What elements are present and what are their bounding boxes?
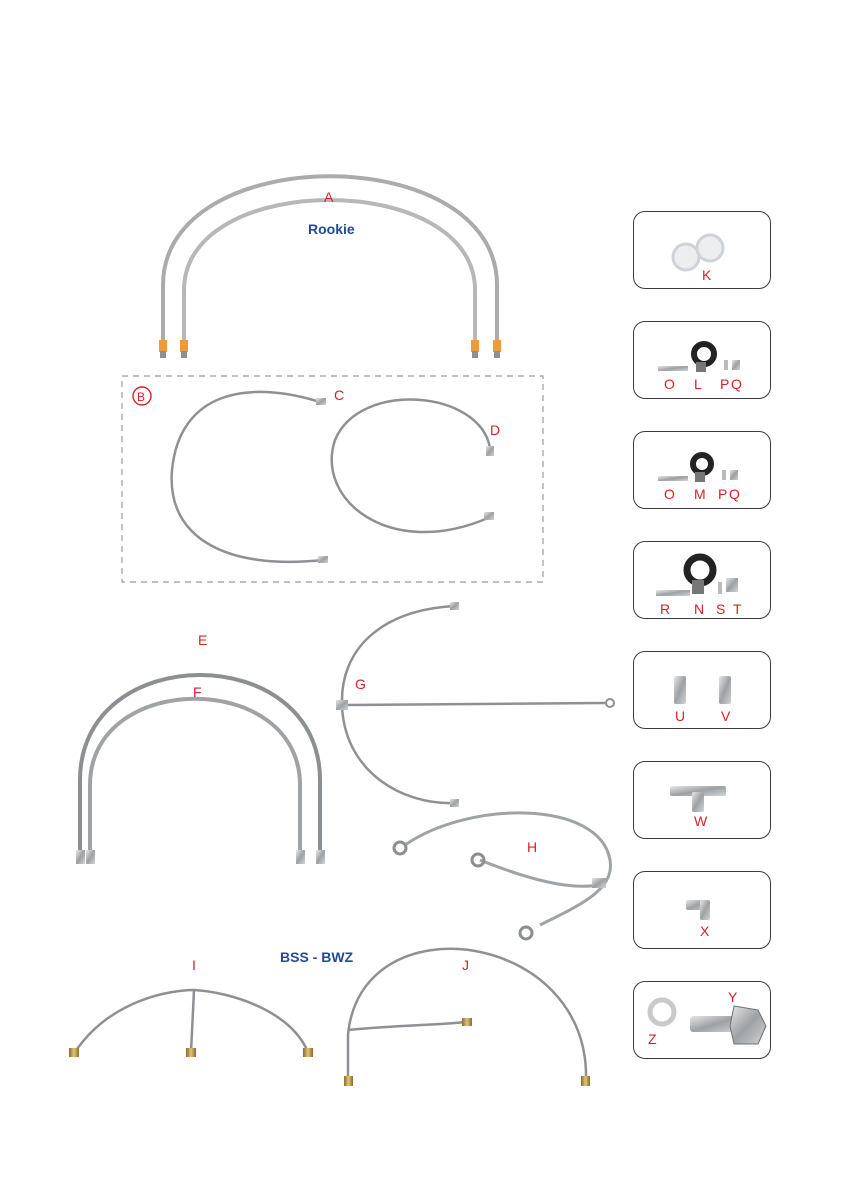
box-r-n-s-t: R N S T xyxy=(633,541,771,619)
label-o-2: O xyxy=(664,486,675,502)
washer-z-icon xyxy=(647,997,677,1027)
label-q-2: Q xyxy=(729,486,740,502)
hose-set-a xyxy=(159,174,501,358)
label-r: R xyxy=(660,601,670,617)
hose-g xyxy=(336,602,615,807)
label-t: T xyxy=(733,601,742,617)
box-x: X xyxy=(633,871,771,949)
label-l: L xyxy=(694,376,702,392)
clamp-n-icon xyxy=(683,553,717,594)
box-o-m-p-q: O M P Q xyxy=(633,431,771,509)
label-q: Q xyxy=(731,376,742,392)
hose-j xyxy=(344,947,590,1086)
label-c: C xyxy=(334,387,344,403)
adapter-u-icon xyxy=(674,676,686,704)
clip-k-icon xyxy=(671,233,725,272)
label-s: S xyxy=(716,601,725,617)
label-x: X xyxy=(700,923,710,939)
hose-d xyxy=(330,398,494,534)
bolt-o-icon xyxy=(658,366,688,371)
label-y: Y xyxy=(728,989,738,1005)
title-bss-bwz: BSS - BWZ xyxy=(280,949,354,965)
label-v: V xyxy=(721,708,731,724)
label-i: I xyxy=(192,957,196,973)
label-g: G xyxy=(355,676,366,692)
washer-s-icon xyxy=(718,582,722,594)
box-k: K xyxy=(633,211,771,289)
box-y-z: Y Z xyxy=(633,981,771,1059)
washer-p-icon xyxy=(724,360,728,370)
box-o-l-p-q: O L P Q xyxy=(633,321,771,399)
clamp-l-icon xyxy=(691,341,717,372)
box-w: W xyxy=(633,761,771,839)
bolt-r-icon xyxy=(656,590,690,596)
bolt-o-icon xyxy=(658,476,688,481)
tee-w-icon xyxy=(670,786,726,812)
adapter-v-icon xyxy=(719,676,731,704)
banjo-bolt-y-icon xyxy=(690,1005,767,1045)
hose-e-f xyxy=(76,673,325,864)
label-k: K xyxy=(702,267,712,283)
label-a: A xyxy=(324,189,334,205)
washer-p-icon xyxy=(722,470,726,480)
label-b-circle xyxy=(132,386,152,406)
label-m: M xyxy=(694,486,706,502)
label-w: W xyxy=(694,813,708,829)
label-d: D xyxy=(490,422,500,438)
label-p: P xyxy=(720,376,729,392)
elbow-x-icon xyxy=(686,900,710,920)
label-u: U xyxy=(675,708,685,724)
label-n: N xyxy=(694,601,704,617)
label-e: E xyxy=(198,632,207,648)
hose-c xyxy=(170,390,328,564)
label-b: B xyxy=(137,390,145,404)
clamp-m-icon xyxy=(690,452,714,482)
title-rookie: Rookie xyxy=(308,221,355,237)
hose-i xyxy=(69,988,313,1057)
box-u-v: U V xyxy=(633,651,771,729)
label-j: J xyxy=(462,957,469,973)
label-o: O xyxy=(664,376,675,392)
label-z: Z xyxy=(648,1031,657,1047)
group-b-frame xyxy=(121,375,544,583)
nut-q-icon xyxy=(732,360,740,370)
nut-t-icon xyxy=(726,578,738,592)
label-f: F xyxy=(193,684,202,700)
nut-q-icon xyxy=(730,470,738,480)
label-h: H xyxy=(527,839,537,855)
label-p-2: P xyxy=(718,486,727,502)
hose-h xyxy=(392,811,612,941)
